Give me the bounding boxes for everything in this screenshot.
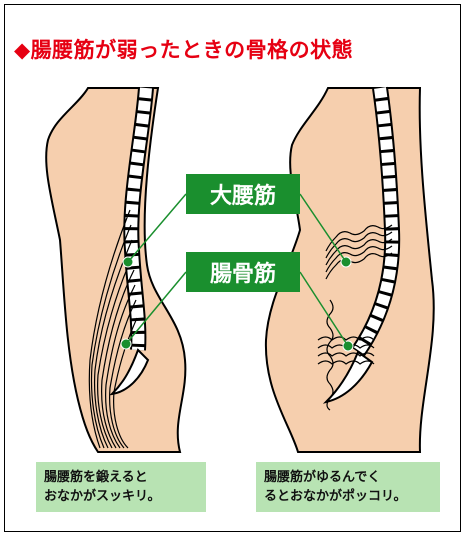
left-figure bbox=[46, 88, 185, 452]
caption-weak-line2: るとおなかがポッコリ。 bbox=[264, 487, 432, 506]
caption-weak-line1: 腸腰筋がゆるんでく bbox=[264, 468, 432, 487]
caption-weak: 腸腰筋がゆるんでく るとおなかがポッコリ。 bbox=[256, 462, 440, 512]
caption-strong-line1: 腸腰筋を鍛えると bbox=[44, 468, 198, 487]
iliacus-label: 腸骨筋 bbox=[186, 252, 300, 292]
caption-strong-line2: おなかがスッキリ。 bbox=[44, 487, 198, 506]
left-body-silhouette bbox=[46, 88, 185, 452]
psoas-label: 大腰筋 bbox=[186, 174, 300, 214]
caption-strong: 腸腰筋を鍛えると おなかがスッキリ。 bbox=[36, 462, 206, 512]
